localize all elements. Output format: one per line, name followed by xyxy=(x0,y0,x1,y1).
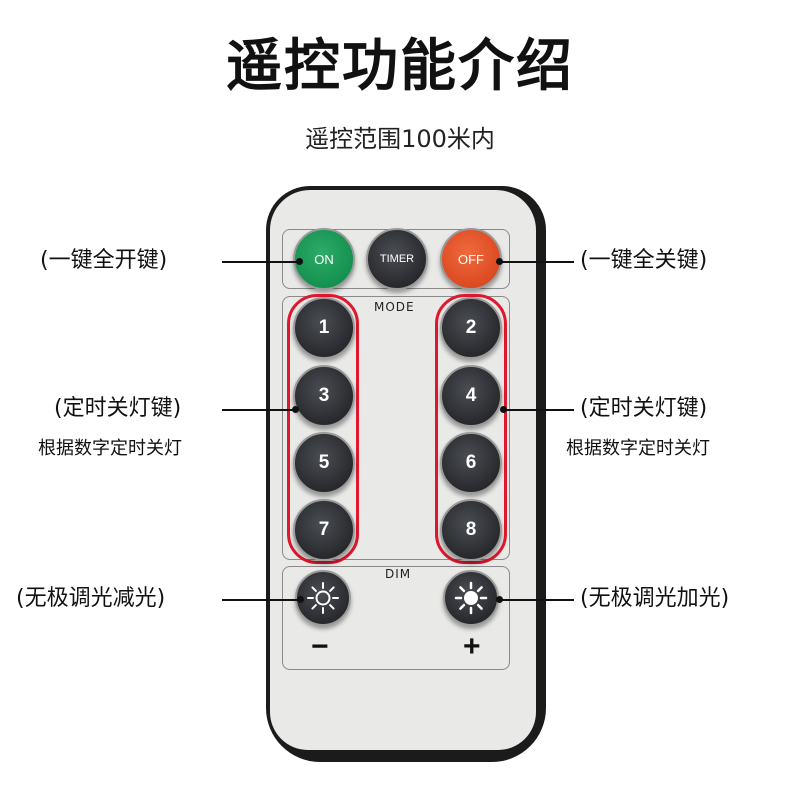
annotation-all-off-line xyxy=(500,261,574,263)
right-timer-highlight xyxy=(435,294,507,564)
annotation-all-on-dot xyxy=(296,258,303,265)
number-button-2[interactable]: 2 xyxy=(440,297,502,359)
annotation-dim-up-dot xyxy=(496,596,503,603)
mode-panel xyxy=(282,296,510,560)
annotation-right-timer-note: 根据数字定时关灯 xyxy=(566,438,710,459)
sun-filled-icon xyxy=(454,581,488,615)
dim-panel xyxy=(282,566,510,670)
left-timer-highlight xyxy=(287,294,359,564)
on-button[interactable]: ON xyxy=(293,228,355,290)
annotation-left-timer: (定时关灯键) xyxy=(54,396,182,421)
sun-outline-icon xyxy=(307,582,339,614)
number-button-5[interactable]: 5 xyxy=(293,432,355,494)
annotation-all-off: (一键全关键) xyxy=(580,248,708,273)
number-button-7[interactable]: 7 xyxy=(293,499,355,561)
page-subtitle: 遥控范围100米内 xyxy=(305,125,495,153)
annotation-dim-up: (无极调光加光) xyxy=(580,586,730,611)
annotation-right-timer: (定时关灯键) xyxy=(580,396,708,421)
annotation-all-on-line xyxy=(222,261,300,263)
number-button-4[interactable]: 4 xyxy=(440,365,502,427)
page-title: 遥控功能介绍 xyxy=(226,34,574,99)
dim-down-button[interactable] xyxy=(295,570,351,626)
dim-label: DIM xyxy=(381,567,416,581)
number-button-3[interactable]: 3 xyxy=(293,365,355,427)
annotation-right-timer-line xyxy=(504,409,574,411)
plus-sign: + xyxy=(463,630,481,663)
number-button-8[interactable]: 8 xyxy=(440,499,502,561)
number-button-6[interactable]: 6 xyxy=(440,432,502,494)
timer-button[interactable]: TIMER xyxy=(366,228,428,290)
mode-label: MODE xyxy=(370,300,419,314)
annotation-all-off-dot xyxy=(496,258,503,265)
annotation-left-timer-note: 根据数字定时关灯 xyxy=(38,438,182,459)
annotation-dim-down: (无极调光减光) xyxy=(16,586,166,611)
minus-sign: − xyxy=(311,630,329,663)
annotation-dim-down-dot xyxy=(297,596,304,603)
number-button-1[interactable]: 1 xyxy=(293,297,355,359)
annotation-dim-down-line xyxy=(222,599,300,601)
annotation-left-timer-dot xyxy=(292,406,299,413)
dim-up-button[interactable] xyxy=(443,570,499,626)
annotation-left-timer-line xyxy=(222,409,296,411)
annotation-right-timer-dot xyxy=(500,406,507,413)
annotation-all-on: (一键全开键) xyxy=(40,248,168,273)
annotation-dim-up-line xyxy=(500,599,574,601)
off-button[interactable]: OFF xyxy=(440,228,502,290)
